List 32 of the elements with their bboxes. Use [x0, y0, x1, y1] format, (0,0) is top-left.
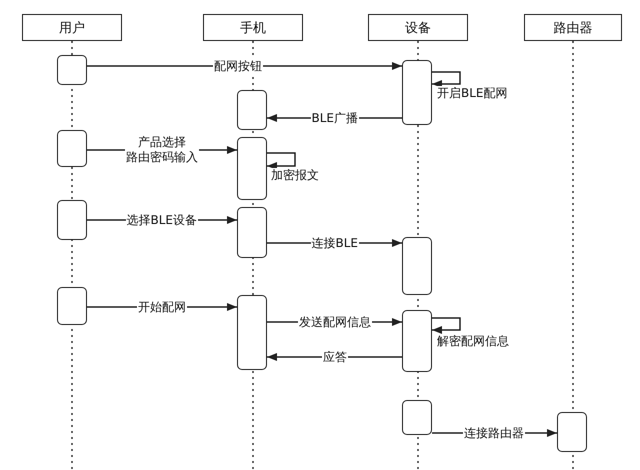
- participant-box: 手机: [203, 14, 303, 41]
- self-message-arrow: [432, 317, 461, 334]
- participant-box: 设备: [368, 14, 468, 41]
- participant-box: 路由器: [524, 14, 622, 41]
- edge-label: 产品选择路由密码输入: [125, 135, 199, 165]
- activation-bar: [57, 200, 87, 240]
- participant-box: 用户: [22, 14, 122, 41]
- edge-label: 选择BLE设备: [126, 212, 198, 228]
- edge-label: 连接BLE: [310, 236, 359, 250]
- self-message-arrow: [432, 71, 461, 88]
- activation-bar: [402, 310, 432, 372]
- edge-label: 连接路由器: [463, 426, 525, 440]
- activation-bar: [402, 237, 432, 295]
- activation-bar: [237, 295, 267, 370]
- activation-bar: [57, 130, 87, 167]
- edge-label: 开始配网: [137, 300, 187, 314]
- edge-label: 配网按钮: [213, 58, 263, 74]
- activation-bar: [237, 137, 267, 200]
- edge-label: 应答: [322, 350, 348, 364]
- activation-bar: [237, 207, 267, 258]
- activation-bar: [557, 412, 587, 452]
- edge-label: 发送配网信息: [298, 314, 372, 330]
- self-message-arrow: [267, 152, 296, 170]
- activation-bar: [57, 287, 87, 325]
- edge-label: BLE广播: [310, 110, 359, 126]
- edge-label: 开启BLE配网: [436, 86, 508, 101]
- activation-bar: [402, 400, 432, 435]
- edge-label: 解密配网信息: [436, 334, 510, 349]
- activation-bar: [237, 90, 267, 130]
- edge-label: 加密报文: [270, 168, 320, 183]
- activation-bar: [57, 55, 87, 85]
- activation-bar: [402, 60, 432, 125]
